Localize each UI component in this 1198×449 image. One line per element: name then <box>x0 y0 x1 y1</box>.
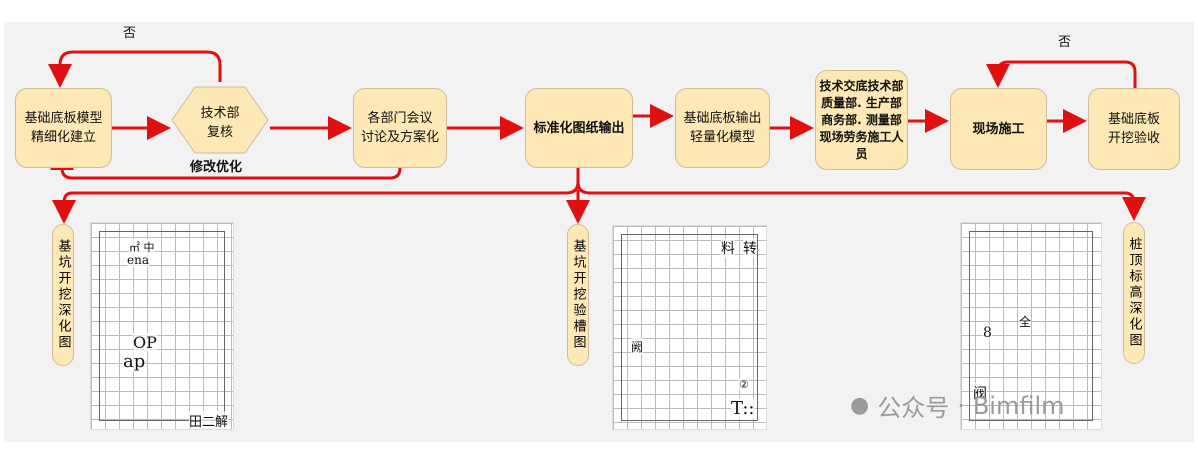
overlay-text: 全 <box>1019 313 1032 330</box>
overlay-text: ㎡ 中 <box>129 239 155 255</box>
watermark: ● 公众号 · Bimfilm <box>850 388 1065 423</box>
overlay-text: ap <box>123 351 146 372</box>
node-excavation-acceptance: 基础底板 开挖验收 <box>1088 88 1180 170</box>
overlay-text: 阀 <box>973 383 987 403</box>
drawing-pit-inspection: 料 转 阙 ② T:: <box>612 225 767 430</box>
node-review-label: 技术部 复核 <box>200 106 240 140</box>
label-no-1: 否 <box>123 26 137 41</box>
output-pit-deepening: 基坑开挖深化图 <box>52 224 74 366</box>
branch-left <box>52 150 580 224</box>
branch-right <box>576 181 1146 221</box>
drawing-pile-elevation: 8 全 阀 <box>960 222 1102 430</box>
node-lightweight-model: 基础底板输出 轻量化模型 <box>675 88 770 168</box>
drawing-pit-deepening: ㎡ 中 ena OP ap 田二解 <box>90 222 234 430</box>
overlay-text: 田二解 <box>189 411 229 429</box>
overlay-text: 料 <box>721 238 735 258</box>
node-drawing-output: 标准化图纸输出 <box>525 88 633 168</box>
label-revise: 修改优化 <box>190 160 243 175</box>
overlay-text: OP <box>133 333 157 352</box>
overlay-text: 阙 <box>631 338 644 355</box>
node-meeting: 各部门会议 讨论及方案化 <box>353 88 447 168</box>
overlay-text: ② <box>739 378 749 391</box>
watermark-name: Bimfilm <box>972 391 1065 420</box>
node-tech-briefing: 技术交底技术部 质量部. 生产部 商务部. 测量部 现场劳务施工人 员 <box>815 70 908 170</box>
watermark-sep: · <box>957 391 965 420</box>
overlay-text: 转 <box>743 238 757 258</box>
node-site-construction: 现场施工 <box>950 88 1047 170</box>
overlay-text: 8 <box>983 325 992 341</box>
watermark-prefix: 公众号 <box>877 394 950 422</box>
overlay-text: T:: <box>731 398 755 419</box>
node-review-diamond <box>171 86 269 154</box>
wechat-icon: ● <box>850 393 870 418</box>
label-no-2: 否 <box>1058 35 1072 50</box>
output-pile-elevation: 桩顶标高深化图 <box>1123 222 1145 364</box>
loop-no-review <box>48 50 222 88</box>
overlay-text: ena <box>127 253 149 267</box>
node-model-build: 基础底板模型 精细化建立 <box>15 88 112 168</box>
loop-revise <box>50 146 402 180</box>
loop-no-site <box>986 60 1137 88</box>
output-pit-inspection: 基坑开挖验槽图 <box>567 224 589 366</box>
